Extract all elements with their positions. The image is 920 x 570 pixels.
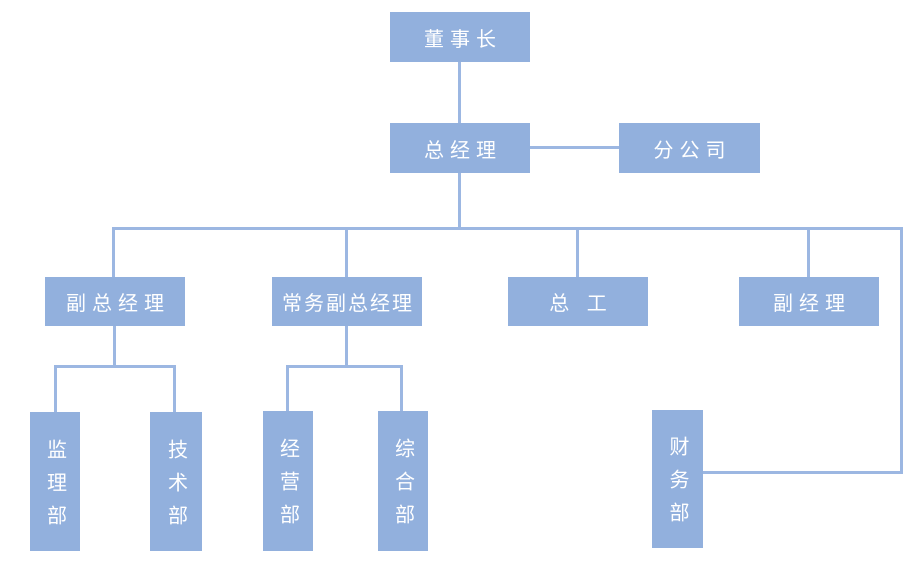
connector-subbus-mid xyxy=(286,365,403,368)
connector-subbus-general-affairs xyxy=(400,368,403,411)
connector-gm-bus xyxy=(458,173,461,228)
node-deputy-manager: 副经理 xyxy=(739,277,879,326)
node-chief-engineer: 总 工 xyxy=(508,277,648,326)
connector-chairman-gm xyxy=(458,62,461,123)
node-technology-dept-label: 技术部 xyxy=(164,438,187,538)
node-operations-dept-label: 经营部 xyxy=(276,438,299,537)
node-finance-dept: 财务部 xyxy=(652,410,703,548)
connector-subbus-operations xyxy=(286,368,289,411)
node-executive-deputy-gm: 常务副总经理 xyxy=(272,277,422,326)
connector-exec-gm-subbus xyxy=(345,326,348,368)
node-general-affairs-dept: 综合部 xyxy=(378,411,428,551)
node-branch-company: 分公司 xyxy=(619,123,760,173)
node-chief-engineer-label: 总 工 xyxy=(549,293,613,315)
node-supervision-dept: 监理部 xyxy=(30,412,80,551)
connector-finance-horizontal xyxy=(703,471,903,474)
node-chairman-label: 董事长 xyxy=(424,28,502,51)
node-general-manager: 总经理 xyxy=(390,123,530,173)
node-general-manager-label: 总经理 xyxy=(424,139,502,162)
connector-bus-finance-vertical xyxy=(900,227,903,474)
node-operations-dept: 经营部 xyxy=(263,411,313,551)
node-branch-company-label: 分公司 xyxy=(653,139,732,162)
connector-main-bus xyxy=(112,227,903,230)
connector-bus-chief-engineer xyxy=(576,230,579,277)
connector-bus-deputy-manager xyxy=(807,230,810,277)
node-finance-dept-label: 财务部 xyxy=(666,436,688,535)
node-deputy-manager-label: 副经理 xyxy=(773,293,851,315)
node-technology-dept: 技术部 xyxy=(150,412,202,551)
connector-deputy-gm-subbus xyxy=(113,326,116,368)
node-deputy-gm-label: 副总经理 xyxy=(66,293,170,315)
connector-bus-deputy-gm xyxy=(112,230,115,277)
connector-subbus-left xyxy=(54,365,176,368)
connector-bus-executive-deputy-gm xyxy=(345,230,348,277)
node-general-affairs-dept-label: 综合部 xyxy=(391,438,414,537)
connector-subbus-supervision xyxy=(54,368,57,412)
connector-subbus-technology xyxy=(173,368,176,412)
node-deputy-gm: 副总经理 xyxy=(45,277,185,326)
connector-gm-branch xyxy=(530,146,619,149)
node-supervision-dept-label: 监理部 xyxy=(43,438,66,538)
node-executive-deputy-gm-label: 常务副总经理 xyxy=(282,293,414,315)
node-chairman: 董事长 xyxy=(390,12,530,62)
